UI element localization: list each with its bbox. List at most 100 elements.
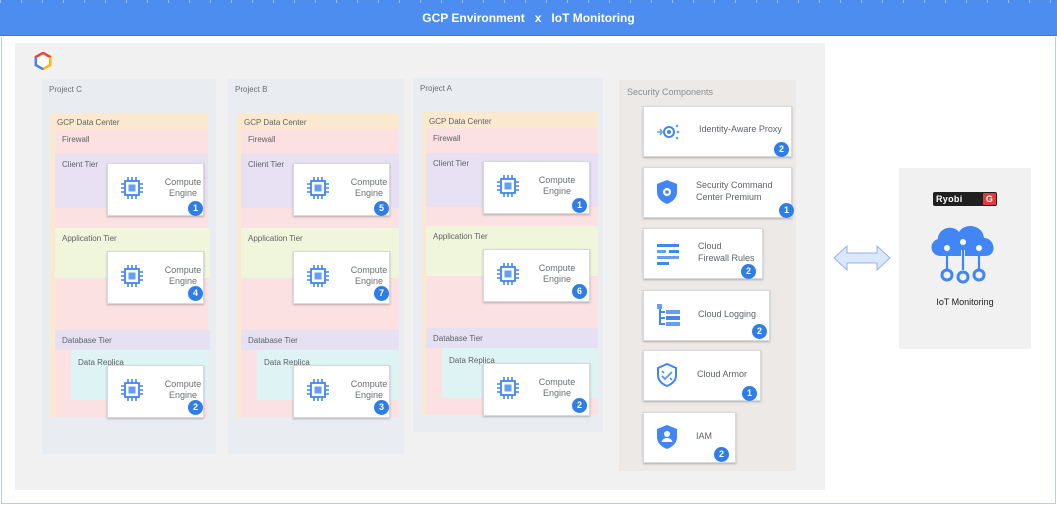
security-card-identity-aware-proxy[interactable]: Identity-Aware Proxy 2 [643, 106, 792, 157]
count-badge: 1 [572, 198, 587, 213]
brand-mark: G [983, 193, 996, 205]
application-tier-label: Application Tier [433, 232, 488, 241]
page-title: GCP Environment x IoT Monitoring [422, 11, 635, 25]
application-tier-label: Application Tier [248, 234, 303, 243]
canvas-frame [1, 37, 1056, 504]
database-tier-label: Database Tier [433, 334, 483, 343]
label-line-2: Engine [542, 274, 572, 284]
label-line-1: Compute [538, 175, 576, 185]
security-card-label: Cloud Logging [698, 309, 757, 319]
compute-engine-icon [497, 263, 519, 285]
ruler [0, 0, 1057, 3]
security-card-cloud-logging[interactable]: Cloud Logging 2 [643, 290, 770, 341]
label-line-1: Compute [164, 379, 202, 389]
count-badge: 2 [741, 264, 756, 279]
ryobi-logo: Ryobi G [933, 192, 997, 206]
label-line-2: Firewall Rules [698, 253, 755, 263]
count-badge: 2 [774, 142, 789, 157]
label-line-1: Compute [164, 177, 202, 187]
count-badge: 1 [779, 203, 794, 218]
firewall-label: Firewall [433, 134, 461, 143]
label-line-2: Engine [354, 276, 384, 286]
iot-cloud-icon [931, 226, 994, 284]
compute-engine-icon [497, 175, 519, 197]
data-replica-label: Data Replica [264, 358, 310, 367]
compute-engine-icon [497, 377, 519, 399]
data-replica-label: Data Replica [78, 358, 124, 367]
security-card-label: Cloud Armor [697, 369, 748, 379]
data-center-label: GCP Data Center [244, 118, 307, 127]
bidirectional-arrow-icon [833, 244, 891, 272]
firewall-rules-icon [657, 244, 679, 265]
label-line-2: Engine [542, 388, 572, 398]
cloud-armor-icon [657, 362, 677, 388]
data-center-label: GCP Data Center [57, 118, 120, 127]
project-label: Project A [420, 84, 453, 93]
count-badge: 1 [188, 201, 203, 216]
count-badge: 2 [714, 447, 729, 462]
count-badge: 5 [374, 201, 389, 216]
label-line-1: Security Command [696, 180, 773, 190]
label-line-1: Compute [538, 377, 576, 387]
count-badge: 2 [752, 324, 767, 339]
project-label: Project B [235, 85, 268, 94]
database-tier-zone[interactable]: Database Tier [55, 330, 210, 350]
count-badge: 3 [374, 400, 389, 415]
identity-aware-proxy-icon [657, 124, 680, 140]
label-line-1: Compute [538, 263, 576, 273]
compute-engine-icon [121, 177, 143, 199]
security-card-label: IAM [696, 431, 713, 441]
compute-engine-icon [307, 177, 329, 199]
label-line-2: Engine [168, 188, 198, 198]
project-label: Project C [49, 85, 82, 94]
label-line-2: Center Premium [696, 192, 762, 202]
firewall-label: Firewall [62, 135, 90, 144]
label-line-1: Compute [350, 265, 388, 275]
label-line-1: Compute [350, 379, 388, 389]
database-tier-zone[interactable]: Database Tier [241, 330, 399, 350]
count-badge: 2 [188, 400, 203, 415]
database-tier-zone[interactable]: Database Tier [426, 328, 598, 348]
database-tier-label: Database Tier [62, 336, 112, 345]
compute-engine-icon [307, 379, 329, 401]
label-line-2: Engine [168, 276, 198, 286]
compute-engine-icon [307, 265, 329, 287]
security-command-center-icon [657, 180, 677, 204]
label-line-1: Cloud [698, 241, 722, 251]
cloud-logging-icon [657, 304, 680, 326]
iot-monitoring-label: IoT Monitoring [936, 297, 994, 307]
iam-icon [657, 425, 677, 449]
client-tier-label: Client Tier [433, 159, 470, 168]
security-card-cloud-armor[interactable]: Cloud Armor 1 [643, 350, 761, 401]
client-tier-label: Client Tier [62, 160, 99, 169]
label-line-2: Engine [168, 390, 198, 400]
client-tier-label: Client Tier [248, 160, 285, 169]
count-badge: 2 [572, 398, 587, 413]
brand-name: Ryobi [936, 194, 963, 204]
security-card-label: Identity-Aware Proxy [699, 124, 782, 134]
data-center-label: GCP Data Center [429, 117, 492, 126]
security-card-iam[interactable]: IAM 2 [643, 412, 736, 463]
security-components-title: Security Components [627, 87, 714, 97]
database-tier-label: Database Tier [248, 336, 298, 345]
